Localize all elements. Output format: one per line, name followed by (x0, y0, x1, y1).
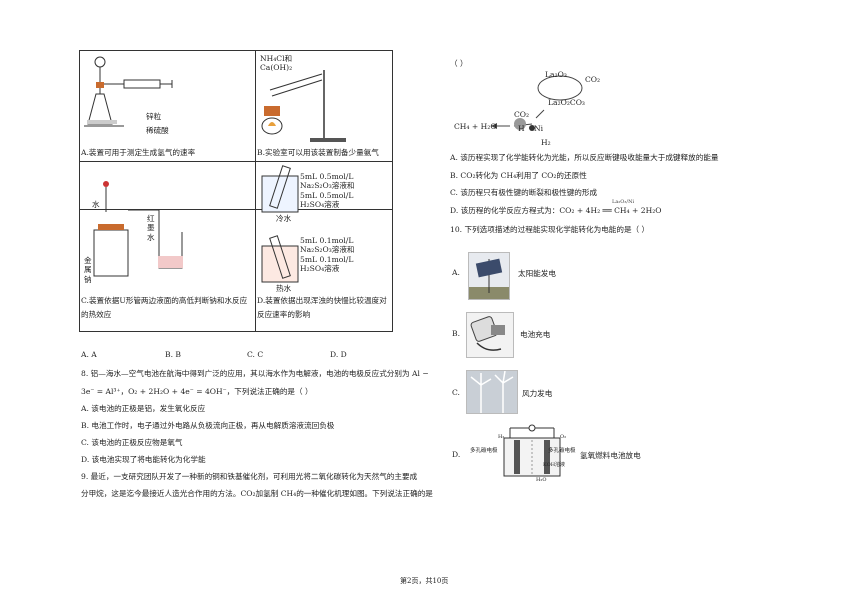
experiment-table (79, 50, 393, 332)
battery-charging-image (466, 312, 514, 358)
label-hot-water: 热水 (276, 284, 292, 293)
q9-option-d: D. 该历程的化学反应方程式为：CO₂ + 4H₂ ══ CH₄ + 2H₂O (450, 206, 662, 215)
diagram-h: H (518, 124, 525, 133)
label-zinc: 锌粒 (146, 112, 162, 121)
label-nh4cl-caoh2: NH₄Cl和Ca(OH)₂ (260, 54, 293, 73)
q9-option-b: B. CO₂转化为 CH₄利用了 CO₂的还原性 (450, 171, 587, 180)
fuel-cell-left-electrode: 多孔碳电极 (470, 448, 498, 454)
q10-option-c-label: 风力发电 (522, 389, 553, 398)
q10-stem: 10. 下列选项描述的过程能实现化学能转化为电能的是（ ） (450, 225, 650, 234)
diagram-la2o3: La₂O₃ (545, 70, 567, 79)
diagram-reactants: CH₄ + H₂O (454, 122, 497, 131)
apparatus-d-figure (261, 165, 299, 283)
q7-option-a: A. A (81, 350, 97, 359)
q7-option-b: B. B (165, 350, 181, 359)
fuel-cell-h2: H₂ (498, 434, 505, 440)
q8-option-b: B. 电池工作时，电子通过外电路从负极流向正极，再从电解质溶液流回负极 (81, 421, 335, 430)
q9-stem-line1: 9. 最近，一支研究团队开发了一种新的铜和铁基催化剂，可利用光将二氧化碳转化为天… (81, 472, 418, 481)
q10-option-d-label: 氢氧燃料电池放电 (580, 451, 641, 460)
label-water: 水 (92, 200, 100, 209)
q7-option-d: D. D (330, 350, 347, 359)
q9-stem-line2: 分甲烷，这是迄今最接近人造光合作用的方法。CO₂加氢制 CH₄的一种催化机理如图… (81, 489, 433, 498)
q9-mechanism-diagram (491, 75, 583, 131)
label-sodium: 金属钠 (84, 256, 92, 284)
q9-option-a: A. 该历程实现了化学能转化为光能，所以反应断键吸收能量大于成键释放的能量 (450, 153, 719, 162)
diagram-la2o2co3: La₂O₂CO₃ (548, 98, 585, 107)
q9-answer-paren: （ ） (450, 59, 468, 68)
label-cold-water: 冷水 (276, 214, 292, 223)
fuel-cell-diagram (503, 424, 561, 477)
label-solution-1: 5mL 0.5mol/L Na₂S₂O₃溶液和5mL 0.5mol/L H₂SO… (300, 172, 355, 210)
q8-option-a: A. 该电池的正极是铝，发生氧化反应 (81, 404, 206, 413)
q9-option-c: C. 该历程只有极性键的断裂和极性键的形成 (450, 188, 598, 197)
q10-option-d-letter: D. (452, 450, 461, 459)
cell-b-caption: B.实验室可以用该装置制备少量氨气 (257, 148, 379, 157)
q8-stem-line1: 8. 铝—海水—空气电池在航海中得到广泛的应用，其以海水作为电解液，电池的电极反… (81, 369, 429, 378)
q9-catalyst-label: La₂O₃/Ni (612, 199, 635, 205)
q10-option-b-label: 电池充电 (520, 330, 551, 339)
apparatus-b-figure (261, 70, 346, 142)
cell-a-caption: A.装置可用于测定生成氢气的速率 (81, 148, 196, 157)
diagram-co2-top: CO₂ (585, 75, 601, 84)
label-red-ink: 红墨水 (147, 214, 155, 242)
fuel-cell-h2o: H₂O (536, 477, 547, 483)
q10-option-c-letter: C. (452, 388, 460, 397)
q10-option-a-letter: A. (452, 268, 460, 277)
fuel-cell-right-electrode: 多孔碳电极 (548, 448, 576, 454)
diagram-co2-mid: CO₂ (514, 110, 530, 119)
apparatus-c-figure (93, 181, 183, 277)
wind-turbine-image (466, 370, 518, 414)
diagram-ni: Ni (534, 124, 544, 133)
q7-option-c: C. C (247, 350, 264, 359)
cell-d-caption: D.装置依据出现浑浊的快慢比较温度对反应速率的影响 (257, 296, 387, 320)
page-footer: 第2页，共10页 (400, 577, 449, 585)
q8-option-c: C. 该电池的正极反应物是氧气 (81, 438, 183, 447)
q10-option-b-letter: B. (452, 329, 460, 338)
fuel-cell-o2: O₂ (560, 434, 567, 440)
q8-stem-line2: 3e⁻ = Al³⁺，O₂ + 2H₂O + 4e⁻ = 4OH⁻，下列说法正确… (81, 387, 313, 396)
fuel-cell-koh: KOH溶液 (543, 462, 566, 468)
solar-panel-image (468, 252, 510, 300)
cell-c-caption: C.装置依据U形管两边液面的高低判断钠和水反应的热效应 (81, 296, 248, 320)
label-solution-2: 5mL 0.1mol/L Na₂S₂O₃溶液和5mL 0.1mol/L H₂SO… (300, 236, 355, 274)
label-dilute-sulfuric: 稀硫酸 (146, 126, 169, 135)
apparatus-a-figure (84, 56, 173, 127)
q10-option-a-label: 太阳能发电 (518, 269, 556, 278)
q8-option-d: D. 该电池实现了将电能转化为化学能 (81, 455, 206, 464)
diagram-h2: H₂ (541, 138, 551, 147)
